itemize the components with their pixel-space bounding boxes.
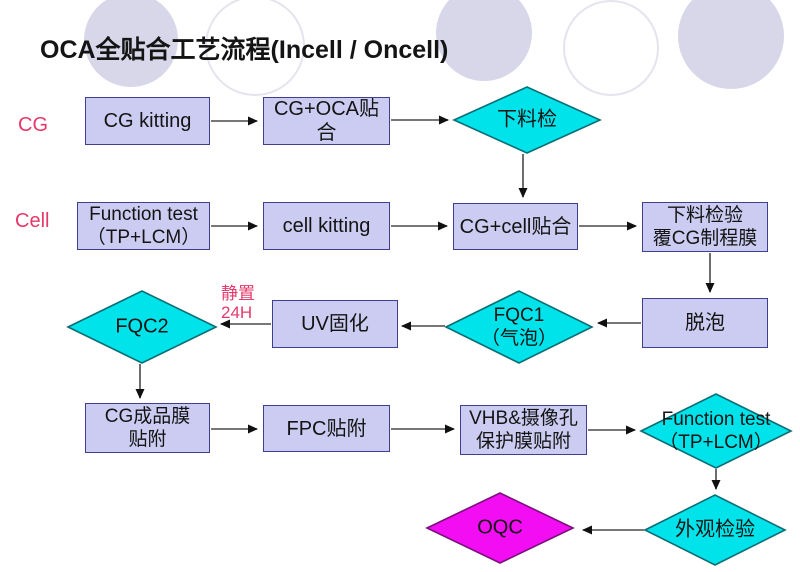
label-blanking-inspection: 下料检 bbox=[497, 108, 557, 131]
label-fqc1: FQC1 （气泡） bbox=[480, 305, 558, 349]
diamond-fqc2 bbox=[66, 290, 218, 364]
diamond-function-test-2 bbox=[639, 393, 793, 469]
diamond-oqc bbox=[425, 492, 575, 564]
label-function-test-2: Function test （TP+LCM） bbox=[659, 409, 773, 453]
diamond-visual-inspection bbox=[643, 494, 787, 566]
deco-circle-filled-2 bbox=[436, 0, 532, 81]
label-oqc: OQC bbox=[477, 516, 523, 539]
deco-circle-filled-1 bbox=[84, 0, 178, 87]
diamond-blanking-inspection bbox=[452, 86, 602, 154]
lane-label-cell: Cell bbox=[15, 210, 50, 232]
node-function-test-1: Function test （TP+LCM） bbox=[77, 202, 210, 250]
node-blanking-inspection-film: 下料检验 覆CG制程膜 bbox=[642, 202, 768, 252]
node-uv-curing: UV固化 bbox=[272, 300, 398, 348]
page-title: OCA全贴合工艺流程(Incell / Oncell) bbox=[40, 36, 449, 64]
node-fpc-attach: FPC贴附 bbox=[263, 405, 390, 452]
node-cg-oca-lamination: CG+OCA贴合 bbox=[263, 97, 390, 145]
deco-circle-outline-2 bbox=[563, 0, 659, 96]
deco-circle-outline-1 bbox=[205, 0, 305, 96]
deco-circle-filled-3 bbox=[678, 0, 784, 89]
annotation-rest-24h: 静置 24H bbox=[221, 284, 255, 322]
node-cg-kitting: CG kitting bbox=[85, 97, 210, 145]
lane-label-cg: CG bbox=[18, 114, 48, 136]
node-vhb-camera-hole-film: VHB&摄像孔 保护膜贴附 bbox=[460, 405, 587, 455]
node-cell-kitting: cell kitting bbox=[263, 202, 390, 250]
label-visual-inspection: 外观检验 bbox=[675, 518, 755, 541]
diamond-fqc1 bbox=[444, 290, 594, 364]
node-defoaming: 脱泡 bbox=[642, 298, 768, 348]
label-fqc2: FQC2 bbox=[115, 315, 169, 338]
node-cg-cell-lamination: CG+cell贴合 bbox=[453, 203, 578, 250]
node-cg-finished-film-attach: CG成品膜 贴附 bbox=[85, 403, 210, 453]
